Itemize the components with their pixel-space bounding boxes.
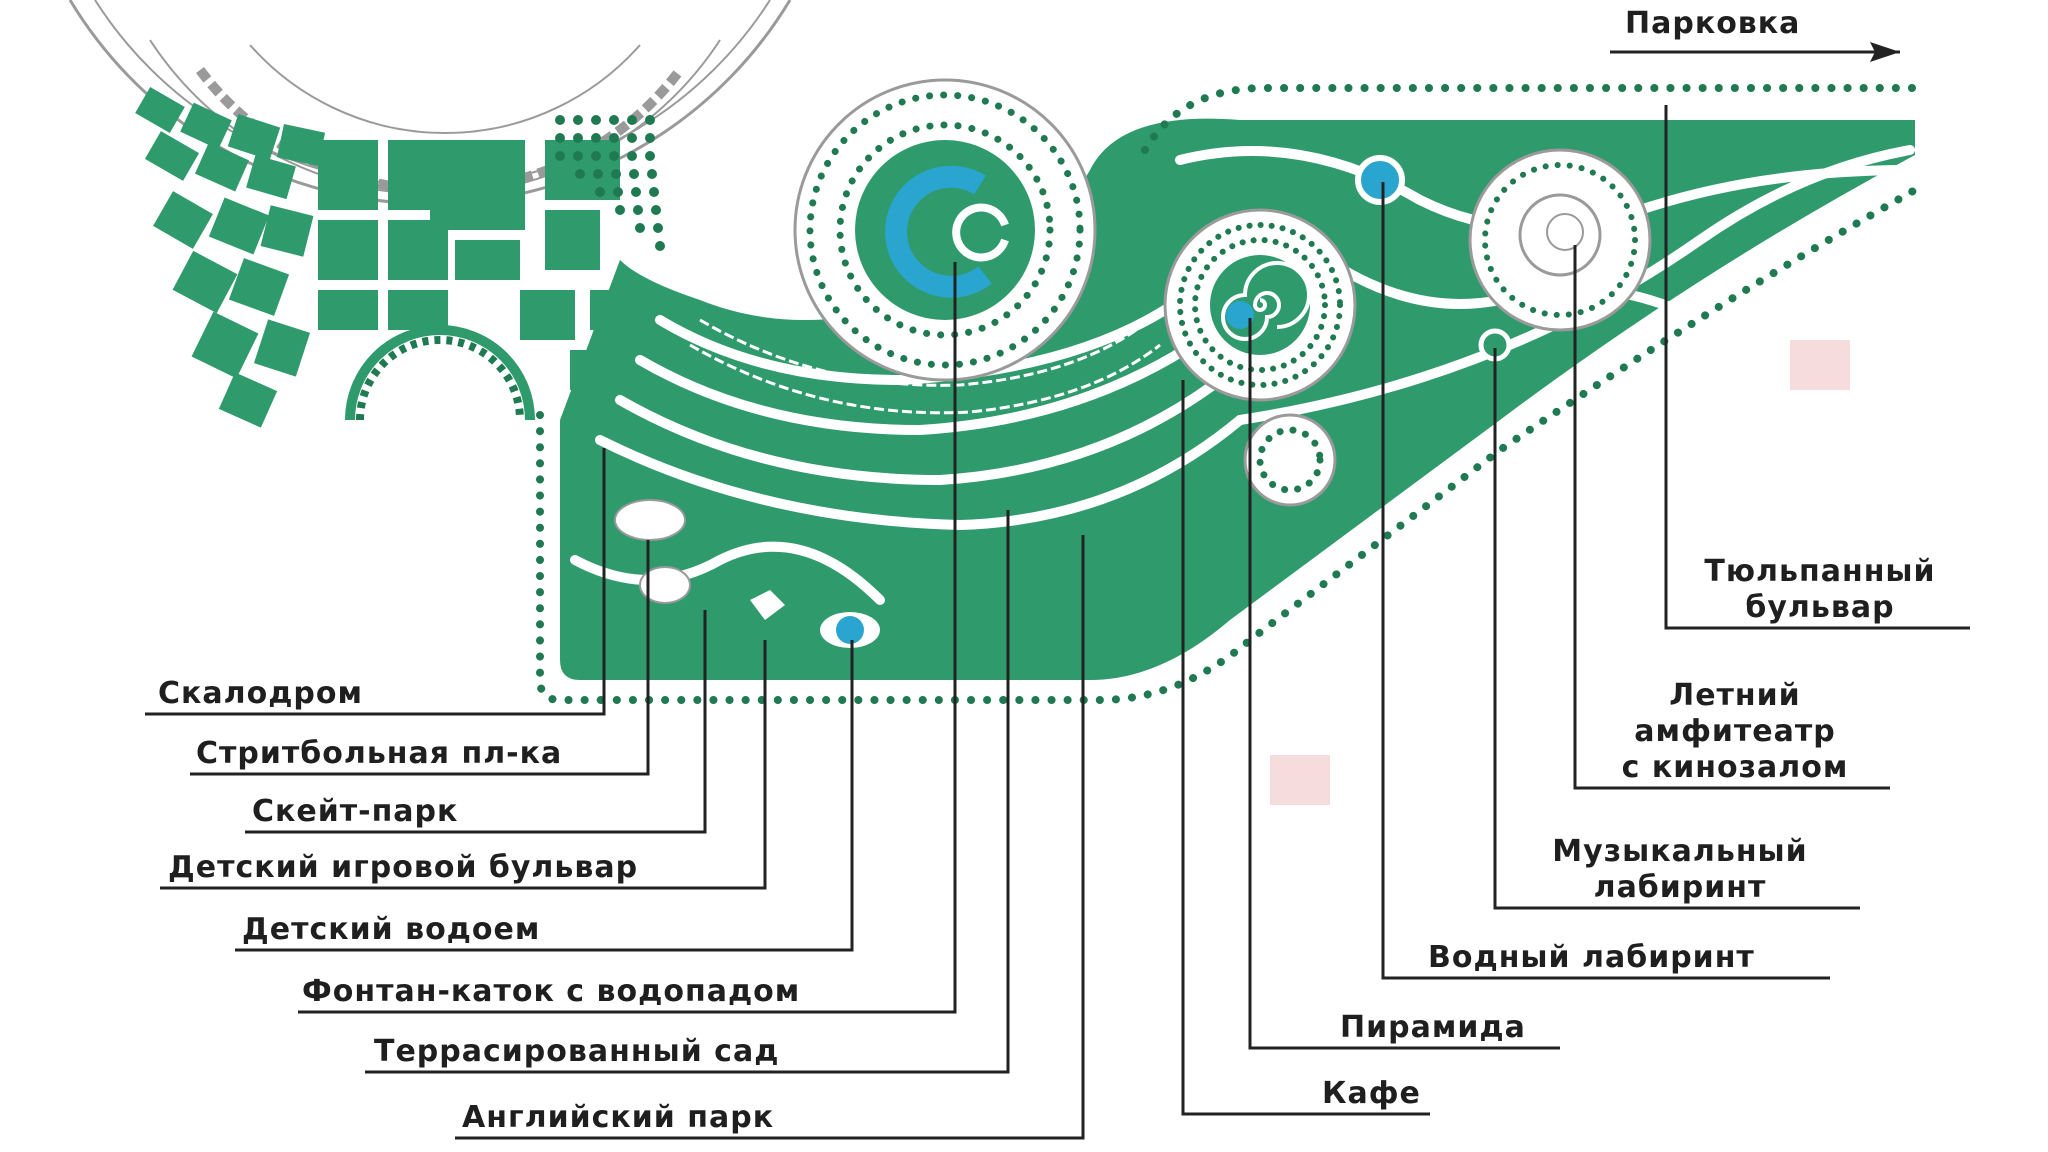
- label-streetball: Стритбольная пл-ка: [196, 736, 563, 771]
- watermark-logo: [1270, 755, 1330, 805]
- label-kids-boulevard: Детский игровой бульвар: [168, 850, 639, 885]
- arch-gate: [356, 336, 524, 421]
- sports-area: [614, 499, 880, 648]
- fountain-rink: [793, 78, 1097, 382]
- label-music-labyrinth-line1: Музыкальный: [1552, 834, 1808, 869]
- label-amphitheater-line2: амфитеатр: [1634, 714, 1836, 749]
- amphitheater-circle: [1468, 148, 1652, 332]
- label-cafe: Кафе: [1322, 1076, 1421, 1111]
- parking-arrow: [1610, 42, 1900, 62]
- water-labyrinth-pond: [1355, 155, 1405, 205]
- label-kids-pond: Детский водоем: [242, 912, 541, 947]
- label-amphitheater-line1: Летний: [1669, 678, 1801, 713]
- leader-lines: [145, 105, 1970, 1140]
- label-english-park: Английский парк: [462, 1100, 775, 1135]
- kids-pond: [836, 616, 864, 644]
- pyramid-spiral: [1163, 208, 1357, 402]
- label-skalodrom: Скалодром: [158, 676, 364, 711]
- label-skatepark: Скейт-парк: [252, 794, 459, 829]
- tree-dots-left: [555, 115, 665, 251]
- park-paths: [570, 145, 1915, 605]
- label-pyramid: Пирамида: [1340, 1010, 1526, 1045]
- label-tulip-boulevard-line1: Тюльпанный: [1704, 554, 1936, 589]
- radial-green-blocks: [135, 87, 660, 428]
- small-round-garden: [1243, 413, 1337, 507]
- label-fountain-rink: Фонтан-каток с водопадом: [302, 974, 801, 1009]
- label-amphitheater-line3: с кинозалом: [1621, 750, 1849, 785]
- terraced-garden-hatch: [689, 318, 1161, 415]
- label-terraced-garden: Террасированный сад: [374, 1034, 780, 1069]
- label-water-labyrinth: Водный лабиринт: [1428, 940, 1755, 975]
- label-music-labyrinth-line2: лабиринт: [1593, 870, 1767, 905]
- tree-border-dots: [536, 84, 1919, 704]
- label-parking: Парковка: [1625, 6, 1801, 41]
- label-tulip-boulevard-line2: бульвар: [1745, 590, 1895, 625]
- watermark-logo: [1790, 340, 1850, 390]
